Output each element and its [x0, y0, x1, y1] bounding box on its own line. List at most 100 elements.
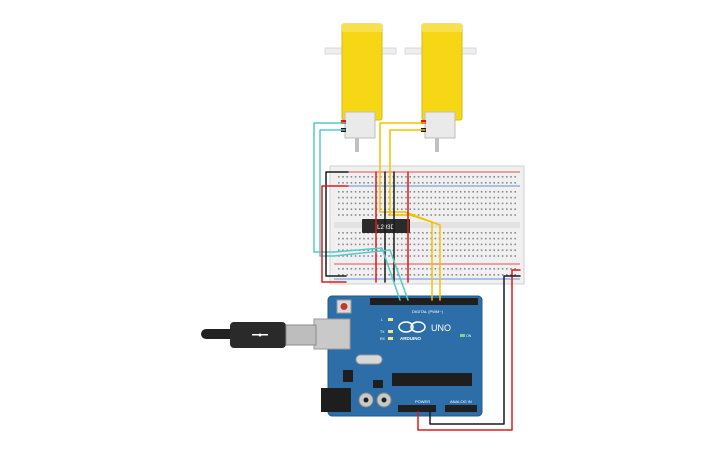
breadboard-hole [388, 255, 390, 257]
breadboard-hole [401, 249, 403, 251]
breadboard-hole [354, 274, 357, 276]
breadboard-hole [485, 176, 487, 178]
breadboard-hole [371, 176, 374, 178]
breadboard-hole [443, 268, 445, 270]
breadboard-hole [497, 182, 500, 184]
breadboard-hole [464, 268, 466, 270]
wire-yellow[interactable] [389, 129, 426, 216]
digital-header-label: DIGITAL (PWM~) [412, 309, 444, 314]
breadboard-hole [455, 202, 458, 205]
wire-cyan[interactable] [319, 129, 346, 257]
breadboard-hole [354, 196, 357, 199]
breadboard-hole [451, 249, 453, 251]
breadboard-hole [459, 274, 462, 276]
breadboard-hole [501, 182, 504, 184]
breadboard-hole [476, 191, 479, 193]
wire-black[interactable] [429, 275, 521, 425]
breadboard-hole [417, 268, 420, 270]
wire-black[interactable] [325, 171, 349, 277]
breadboard-hole [489, 208, 491, 210]
breadboard[interactable] [329, 165, 525, 285]
breadboard-hole [388, 176, 390, 178]
voltage-regulator [343, 370, 353, 382]
breadboard-hole [354, 191, 357, 193]
breadboard-hole [363, 243, 365, 246]
breadboard-hole [413, 255, 416, 257]
usb-cable[interactable] [201, 322, 317, 348]
breadboard-hole [506, 202, 508, 205]
arduino-logo [398, 321, 426, 333]
breadboard-hole [401, 196, 403, 199]
breadboard-hole [350, 243, 353, 246]
breadboard-hole [413, 249, 416, 251]
wire-yellow[interactable] [379, 122, 426, 213]
dc-motor-left[interactable] [324, 23, 397, 152]
breadboard-hole [396, 202, 399, 205]
breadboard-hole [380, 268, 382, 270]
breadboard-hole [354, 237, 357, 240]
wire-red[interactable] [417, 269, 521, 431]
breadboard-hole [476, 232, 479, 234]
breadboard-hole [342, 255, 344, 257]
breadboard-hole [443, 255, 445, 257]
breadboard-hole [396, 255, 399, 257]
breadboard-hole [405, 196, 407, 199]
wire-yellow[interactable] [404, 211, 441, 301]
dc-motor-right[interactable] [404, 23, 477, 152]
breadboard-hole [371, 249, 374, 251]
breadboard-hole [388, 182, 390, 184]
breadboard-hole [342, 196, 344, 199]
breadboard-hole [363, 214, 365, 216]
breadboard-hole [451, 232, 453, 234]
breadboard-hole [367, 176, 369, 178]
breadboard-hole [447, 274, 449, 276]
arduino-uno[interactable]: DIGITAL (PWM~) ARDUINO UNO L TX RX ON [313, 295, 483, 417]
breadboard-hole [338, 232, 340, 234]
breadboard-hole [422, 202, 424, 205]
breadboard-hole [371, 191, 374, 193]
wire-cyan[interactable] [313, 122, 346, 253]
breadboard-hole [447, 196, 449, 199]
breadboard-hole [342, 176, 344, 178]
breadboard-hole [426, 208, 428, 210]
breadboard-hole [451, 268, 453, 270]
breadboard-hole [401, 243, 403, 246]
breadboard-hole [480, 182, 483, 184]
breadboard-hole [338, 243, 340, 246]
breadboard-hole [434, 202, 437, 205]
breadboard-hole [434, 268, 437, 270]
breadboard-hole [464, 208, 466, 210]
breadboard-hole [480, 232, 483, 234]
wire-red[interactable] [321, 185, 349, 283]
breadboard-hole [472, 237, 474, 240]
wire-cyan[interactable] [333, 249, 409, 301]
breadboard-hole [510, 182, 512, 184]
breadboard-hole [485, 232, 487, 234]
l293d-chip[interactable]: L293D [362, 219, 410, 233]
breadboard-hole [434, 196, 437, 199]
breadboard-hole [371, 196, 374, 199]
breadboard-hole [514, 255, 516, 257]
breadboard-hole [510, 214, 512, 216]
breadboard-hole [489, 274, 491, 276]
breadboard-hole [489, 196, 491, 199]
breadboard-hole [476, 255, 479, 257]
led-rx-label: RX [380, 337, 386, 341]
breadboard-hole [388, 196, 390, 199]
breadboard-hole [371, 214, 374, 216]
breadboard-hole [472, 202, 474, 205]
wire-cyan[interactable] [333, 247, 401, 301]
breadboard-hole [396, 237, 399, 240]
breadboard-hole [342, 249, 344, 251]
breadboard-hole [409, 232, 411, 234]
breadboard-hole [451, 196, 453, 199]
breadboard-hole [468, 232, 470, 234]
breadboard-hole [489, 243, 491, 246]
breadboard-hole [506, 191, 508, 193]
breadboard-hole [363, 196, 365, 199]
breadboard-hole [430, 255, 432, 257]
breadboard-hole [451, 274, 453, 276]
breadboard-hole [350, 255, 353, 257]
breadboard-hole [489, 202, 491, 205]
breadboard-hole [380, 208, 382, 210]
